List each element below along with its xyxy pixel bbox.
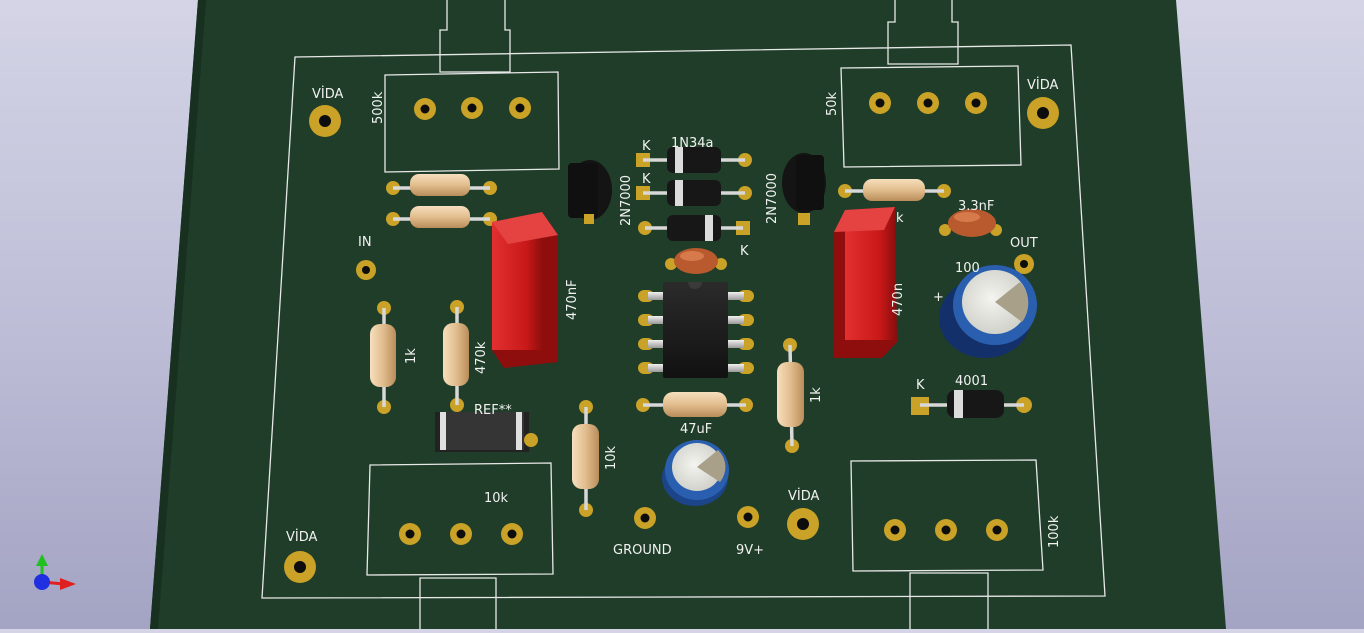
label-vida-bottom-mid: VİDA xyxy=(788,488,820,504)
label-ground: GROUND xyxy=(613,543,672,558)
label-cap-100: 100 xyxy=(955,261,980,276)
label-pot-10k: 10k xyxy=(484,491,509,506)
label-plus: + xyxy=(933,290,944,305)
film-cap-470nf-right xyxy=(834,207,897,358)
label-pot-100k: 100k xyxy=(1047,515,1062,548)
label-r-1k-right: 1k xyxy=(809,387,824,403)
label-9v: 9V+ xyxy=(736,543,764,558)
axis-gizmo-icon[interactable] xyxy=(34,554,76,590)
misc-pads xyxy=(356,254,1034,529)
diode-2 xyxy=(636,180,752,206)
diode-1 xyxy=(636,147,752,173)
transistor-q2 xyxy=(782,153,826,225)
film-cap-470nf-left xyxy=(492,212,558,368)
resistor-bottom-10k xyxy=(572,400,599,517)
label-ref: REF** xyxy=(474,403,512,418)
label-cap-47uf: 47uF xyxy=(680,422,712,437)
label-r-470k: 470k xyxy=(474,341,489,374)
diode-3 xyxy=(638,215,750,241)
ref-component xyxy=(435,412,538,452)
mounting-holes xyxy=(284,97,1059,583)
resistor-center-horizontal xyxy=(636,392,753,417)
resistor-top-left-1 xyxy=(386,174,497,196)
label-k3: K xyxy=(740,244,749,259)
label-r-1k-left: 1k xyxy=(404,348,419,364)
label-cap-470nf-right: 470n xyxy=(891,283,906,316)
resistor-top-right xyxy=(838,179,951,201)
label-q1: 2N7000 xyxy=(619,175,634,226)
label-1n34a: 1N34a xyxy=(671,136,714,151)
label-q2: 2N7000 xyxy=(765,173,780,224)
label-in: IN xyxy=(358,235,372,250)
label-r-10k: 10k xyxy=(604,445,619,470)
ceramic-cap-3-3nf xyxy=(939,209,1002,237)
resistor-right-1k xyxy=(777,338,804,453)
label-k2: K xyxy=(642,172,651,187)
label-r-k: k xyxy=(896,211,904,226)
diode-4001 xyxy=(911,390,1032,418)
label-cap-470nf: 470nF xyxy=(565,279,580,320)
electrolytic-cap-100 xyxy=(939,265,1037,358)
label-d-4001: 4001 xyxy=(955,374,988,389)
transistor-q1 xyxy=(568,160,612,224)
ceramic-cap-center xyxy=(665,248,727,274)
label-vida-top-right: VİDA xyxy=(1027,77,1059,93)
silkscreen-outline xyxy=(261,0,1106,629)
resistor-left-470k xyxy=(443,300,469,412)
label-vida-bottom-left: VİDA xyxy=(286,529,318,545)
electrolytic-cap-47uf xyxy=(662,440,729,506)
label-pot-500k: 500k xyxy=(371,91,386,124)
label-cap-3-3nf: 3.3nF xyxy=(958,199,994,214)
label-out: OUT xyxy=(1010,236,1038,251)
label-k4: K xyxy=(916,378,925,393)
label-vida-top-left: VİDA xyxy=(312,86,344,102)
pcb-board-shade xyxy=(150,0,206,629)
resistor-top-left-2 xyxy=(386,206,497,228)
resistor-left-1k xyxy=(370,301,396,414)
label-pot-50k: 50k xyxy=(825,91,840,116)
label-k1: K xyxy=(642,139,651,154)
ic-dip8 xyxy=(638,282,754,378)
